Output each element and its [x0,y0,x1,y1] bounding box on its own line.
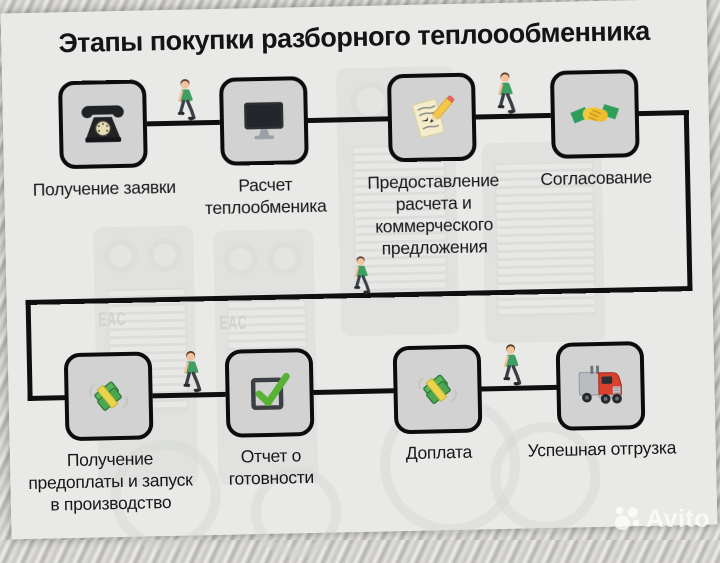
walking-person-icon [179,348,202,394]
step-label-5: Получение предоплаты и запуск в производ… [28,448,193,515]
connector-line [634,110,689,117]
step-box-6 [224,347,315,438]
step-box-1 [58,79,148,170]
avito-watermark: Avito [613,504,710,534]
connector-line [683,110,693,292]
step-label-1: Получение заявки [32,176,176,200]
connector-line [27,395,68,401]
avito-logo-icon [614,506,640,531]
avito-watermark-label: Avito [645,504,710,533]
step-label-2: Расчет теплообменика [204,174,327,219]
memo-pencil-icon [412,95,455,139]
step-box-2 [218,76,309,166]
step-label-3: Предоставление расчета и коммерческого п… [367,170,500,259]
step-box-8 [555,341,646,431]
step-label-8: Успешная отгрузка [527,437,677,461]
page-title: Этапы покупки разборного теплоообменника [58,15,651,59]
connector-line [25,299,33,401]
connector-line [313,388,394,395]
step-box-3 [386,72,477,163]
step-box-7 [392,344,483,435]
eac-mark-ghost: EAC [219,311,248,335]
eac-mark-ghost: EAC [98,308,127,332]
step-label-6: Отчет о готовности [228,445,315,489]
rotary-phone-icon [81,105,124,143]
step-label-7: Доплата [405,441,473,464]
desktop-computer-icon [244,101,284,140]
money-with-wings-icon [417,374,458,404]
step-box-4 [549,69,640,159]
checkbox-checked-icon [250,372,290,411]
money-with-wings-icon [89,381,129,411]
step-box-5 [63,351,154,442]
walking-person-icon [493,70,516,116]
walking-person-icon [173,76,196,122]
connector-line [307,116,388,124]
step-label-4: Согласование [540,166,653,190]
delivery-truck-icon [578,365,623,404]
walking-person-icon [499,342,522,388]
handshake-icon [570,104,620,124]
